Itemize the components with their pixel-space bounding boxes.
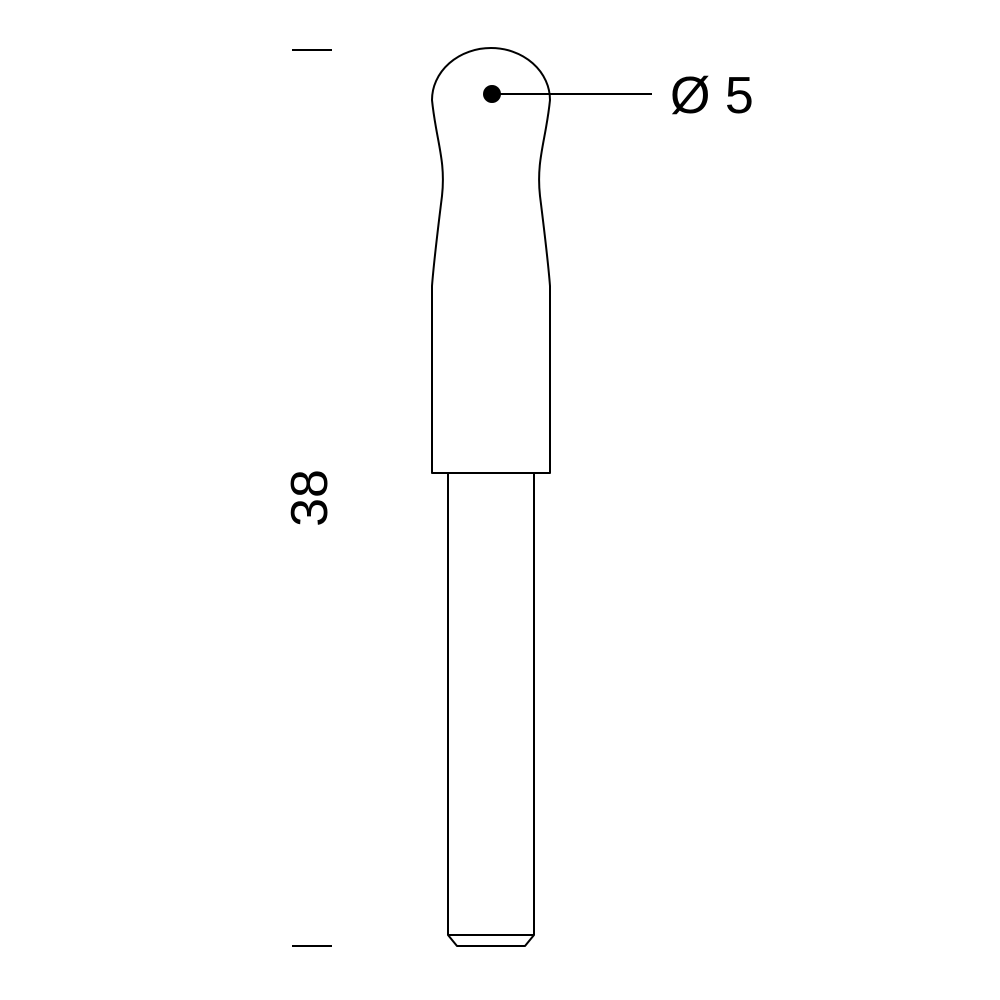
length-dimension-label: 38 <box>281 469 339 527</box>
pin-handle-outline <box>431 47 551 474</box>
pin-shaft-outline <box>447 473 535 947</box>
diameter-dimension-label: Ø 5 <box>670 67 754 125</box>
